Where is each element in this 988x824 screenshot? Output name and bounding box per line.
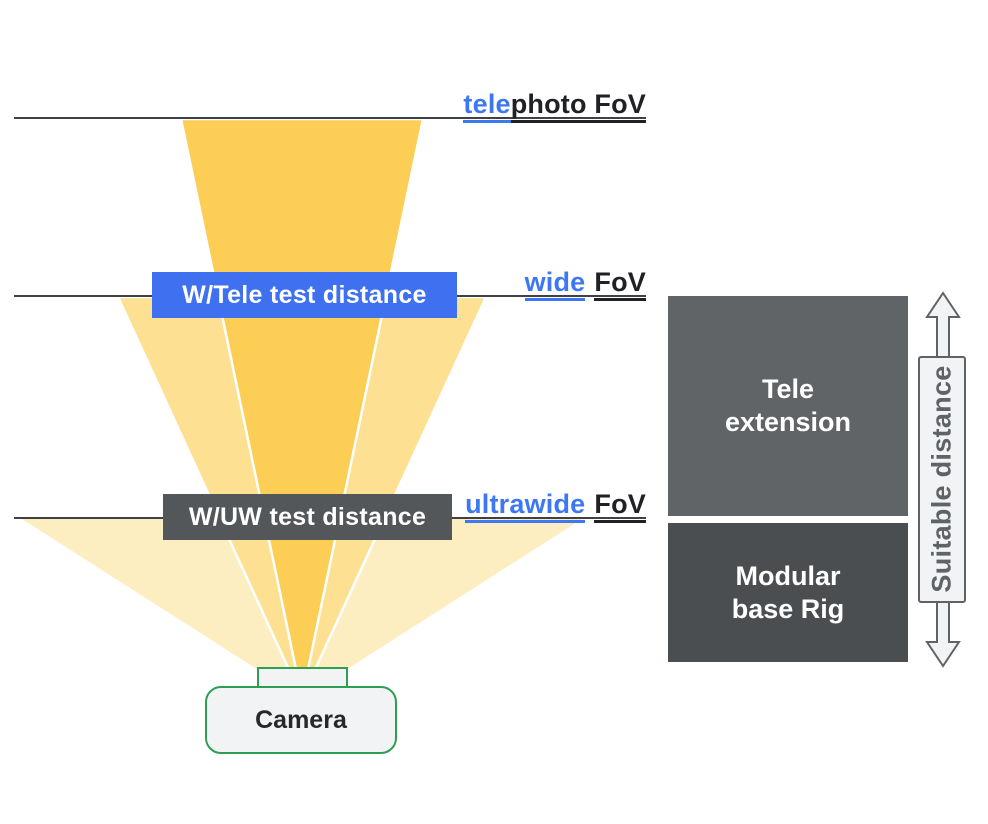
- modular-base-rig-label-line1: Modular: [735, 560, 841, 591]
- camera-body: Camera: [205, 686, 397, 754]
- w-tele-test-distance-marker: W/Tele test distance: [152, 272, 457, 318]
- tele-extension-label-line2: extension: [724, 407, 852, 437]
- modular-base-rig-box: Modular base Rig: [668, 523, 908, 662]
- camera-label: Camera: [255, 705, 347, 734]
- w-uw-test-distance-marker: W/UW test distance: [163, 494, 452, 540]
- telephoto-fov-rest: photo FoV: [510, 89, 646, 123]
- telephoto-fov-label: telephoto FoV: [463, 89, 646, 123]
- ultrawide-fov-rest: FoV: [594, 489, 646, 523]
- camera-lens: [257, 667, 348, 688]
- telephoto-fov-highlight: tele: [463, 89, 511, 123]
- telephoto-fov-line: [14, 117, 646, 119]
- wide-fov-highlight: wide: [524, 267, 586, 301]
- wide-fov-rest: FoV: [594, 267, 646, 301]
- telephoto-cone: [179, 117, 425, 699]
- suitable-distance-label: Suitable distance: [926, 365, 957, 593]
- tele-extension-box: Tele extension: [668, 296, 908, 516]
- tele-extension-label-line1: Tele: [761, 374, 815, 404]
- modular-base-rig-label-line2: base Rig: [731, 593, 845, 624]
- ultrawide-fov-highlight: ultrawide: [465, 489, 586, 523]
